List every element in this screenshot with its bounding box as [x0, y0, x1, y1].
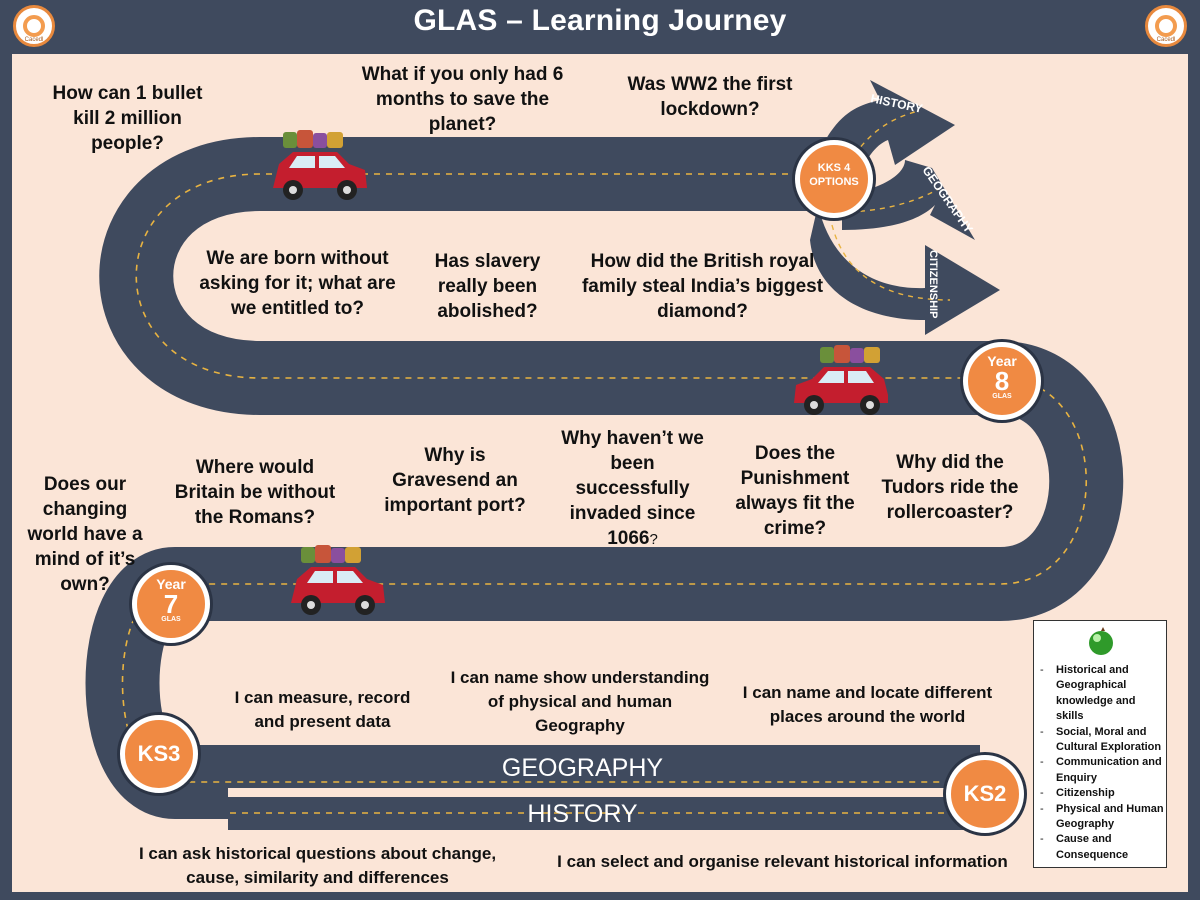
legend-box: Historical and Geographical knowledge an…: [1033, 620, 1167, 868]
lane-marking-main: [121, 173, 1087, 783]
legend-item: Physical and Human Geography: [1040, 802, 1166, 833]
statement-historical-questions: I can ask historical questions about cha…: [138, 844, 497, 887]
road-label-history: HISTORY: [527, 800, 638, 828]
question-punishment: Does the Punishment always fit the crime…: [735, 443, 855, 539]
question-changing-world: Does our changing world have a mind of i…: [27, 474, 143, 595]
legend-item: Historical and Geographical knowledge an…: [1040, 663, 1166, 725]
badge-year-7: Year 7 GLAS: [132, 565, 210, 643]
question-invaded: Why haven’t we been successfully invaded…: [561, 428, 704, 549]
legend-item: Cause and Consequence: [1040, 832, 1166, 863]
legend-item: Social, Moral and Cultural Exploration: [1040, 725, 1166, 756]
question-bullet: How can 1 bullet kill 2 million people?: [52, 83, 203, 154]
statement-data: I can measure, record and present data: [234, 688, 411, 731]
badge-ks2: KS2: [946, 755, 1024, 833]
legend-list: Historical and Geographical knowledge an…: [1040, 663, 1166, 863]
question-gravesend: Why is Gravesend an important port?: [384, 445, 526, 516]
statement-historical-information: I can select and organise relevant histo…: [557, 852, 1008, 871]
badge-year-8: Year 8 GLAS: [963, 342, 1041, 420]
question-diamond: How did the British royal family steal I…: [581, 251, 824, 322]
question-slavery: Has slavery really been abolished?: [434, 251, 541, 322]
road-divider: [228, 788, 978, 797]
geography-arrow: [842, 160, 975, 240]
statement-places: I can name and locate different places a…: [742, 683, 993, 726]
question-lockdown: Was WW2 the first lockdown?: [627, 74, 793, 120]
badge-ks4-options: KKS 4 OPTIONS: [795, 140, 873, 218]
citizenship-arrow: [810, 205, 1000, 335]
car-row1: [273, 130, 367, 200]
question-romans: Where would Britain be without the Roman…: [174, 457, 336, 528]
school-logo-left: Cacedl: [13, 5, 55, 47]
car-row2: [794, 345, 888, 415]
question-entitled: We are born without asking for it; what …: [199, 248, 396, 319]
title-bar: [0, 0, 1200, 52]
legend-item: Citizenship: [1040, 786, 1166, 802]
school-logo-right: Cacedl: [1145, 5, 1187, 47]
badge-ks3: KS3: [120, 715, 198, 793]
arrow-label-citizenship: CITIZENSHIP: [927, 250, 939, 318]
road-label-geography: GEOGRAPHY: [501, 754, 664, 782]
green-orb-icon: [1089, 627, 1113, 655]
statement-physical-human: I can name show understanding of physica…: [450, 668, 710, 735]
legend-item: Communication and Enquiry: [1040, 755, 1166, 786]
question-planet: What if you only had 6 months to save th…: [361, 64, 564, 135]
car-row3: [291, 545, 385, 615]
question-tudors: Why did the Tudors ride the rollercoaste…: [881, 452, 1019, 523]
page-title: GLAS – Learning Journey: [413, 4, 787, 37]
